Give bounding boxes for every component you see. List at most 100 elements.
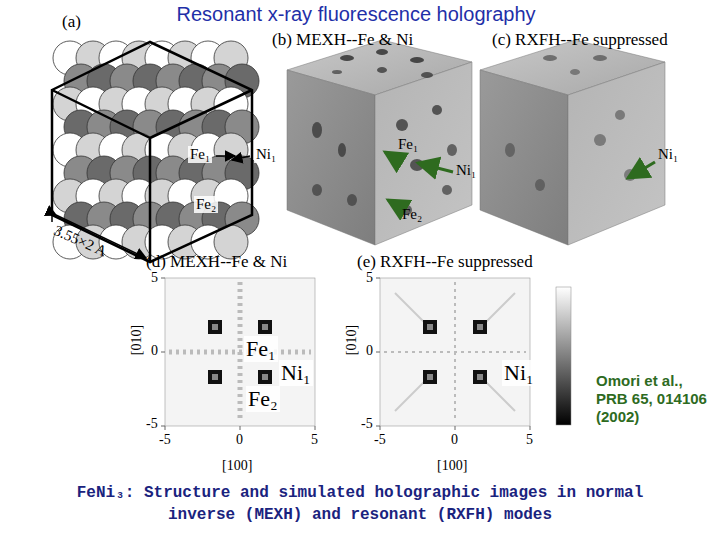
tick xyxy=(530,426,531,430)
tick xyxy=(165,426,166,430)
cube-face xyxy=(287,70,375,245)
tick-label: 0 xyxy=(151,343,158,359)
tick-label: 0 xyxy=(236,432,243,448)
cube-outline xyxy=(52,42,252,262)
hologram-spot xyxy=(312,184,322,196)
hologram-spot xyxy=(340,55,354,61)
atom-label: Ni₁ xyxy=(456,162,476,179)
atom-label: Fe₂ xyxy=(402,206,422,223)
tick xyxy=(161,352,165,353)
colorbar xyxy=(556,287,571,425)
hologram-cube xyxy=(287,40,472,245)
hologram-cube xyxy=(480,40,665,245)
atom-image xyxy=(262,324,268,330)
fringe xyxy=(169,350,311,355)
atom-label: Ni₁ xyxy=(279,360,313,386)
cube-face xyxy=(568,62,665,245)
cube-face xyxy=(480,70,568,245)
hologram-spot xyxy=(376,49,388,55)
hologram-spot xyxy=(421,72,433,78)
axis-label: [100] xyxy=(222,458,252,474)
hologram-spot xyxy=(442,185,452,195)
tick-label: 5 xyxy=(366,270,373,286)
caption: FeNi₃: Structure and simulated holograph… xyxy=(60,483,660,526)
hologram-spot xyxy=(615,110,625,120)
atom-image xyxy=(212,324,218,330)
atom-label: Fe₂ xyxy=(194,196,218,213)
leader-arrows xyxy=(216,156,250,160)
tick-label: -5 xyxy=(361,416,373,432)
hologram-spot xyxy=(377,67,387,73)
tick-label: 0 xyxy=(366,343,373,359)
tick xyxy=(161,278,165,279)
tick xyxy=(376,352,380,353)
tick-label: 5 xyxy=(311,432,318,448)
tick-label: -5 xyxy=(146,416,158,432)
hologram-plot xyxy=(161,278,315,430)
atom-image xyxy=(212,374,218,380)
atom-label: Fe₂ xyxy=(246,386,280,412)
hologram-spot xyxy=(338,143,346,157)
tick xyxy=(455,426,456,430)
atom-image xyxy=(258,320,272,334)
hologram-spot xyxy=(432,105,442,115)
hologram-spot xyxy=(543,55,557,61)
atom-image xyxy=(423,320,437,334)
hologram-spot xyxy=(447,144,457,156)
hologram-spot xyxy=(594,134,606,146)
tick-label: 5 xyxy=(151,270,158,286)
panel-label: (c) RXFH--Fe suppressed xyxy=(492,30,668,50)
atom-image xyxy=(477,374,483,380)
hologram-spot xyxy=(410,57,424,63)
hologram-spot xyxy=(593,55,607,61)
tick xyxy=(380,426,381,430)
hologram-spot xyxy=(396,119,408,131)
axis-label: [010] xyxy=(129,325,145,355)
tick-label: -5 xyxy=(159,432,171,448)
cube-face xyxy=(375,62,472,245)
axis-label: [100] xyxy=(437,458,467,474)
atom-image xyxy=(208,370,222,384)
hologram-spot xyxy=(570,69,580,75)
axis-label: [010] xyxy=(344,325,360,355)
tick xyxy=(315,426,316,430)
tick xyxy=(161,426,165,427)
tick xyxy=(376,426,380,427)
atom-image xyxy=(477,324,483,330)
atom-label: Fe₁ xyxy=(188,146,212,163)
hologram-spot xyxy=(535,179,545,191)
fringe xyxy=(395,293,515,411)
atom-image xyxy=(473,320,487,334)
tick-label: -5 xyxy=(374,432,386,448)
plot-frame xyxy=(380,278,530,426)
atom-image xyxy=(427,324,433,330)
tick xyxy=(376,278,380,279)
hologram-spot xyxy=(505,143,515,157)
atom-label: Ni₁ xyxy=(658,146,678,163)
atom-image xyxy=(423,370,437,384)
hologram-spot xyxy=(312,122,322,138)
atom-label: Ni₁ xyxy=(254,146,278,163)
hologram-spot xyxy=(332,70,342,74)
panel-label: (e) RXFH--Fe suppressed xyxy=(357,252,533,272)
hologram-spot xyxy=(347,194,357,206)
citation: Omori et al., PRB 65, 014106 (2002) xyxy=(596,372,714,426)
panel-label: (b) MEXH--Fe & Ni xyxy=(272,30,413,50)
panel-label: (d) MEXH--Fe & Ni xyxy=(146,252,287,272)
atom-image xyxy=(262,374,268,380)
leader-arrows xyxy=(385,152,655,208)
atom-label: Ni₁ xyxy=(502,360,536,386)
plot-frame xyxy=(165,278,315,426)
atom-image xyxy=(258,370,272,384)
atom-image xyxy=(473,370,487,384)
fringe xyxy=(384,351,526,353)
tick-label: 0 xyxy=(451,432,458,448)
atom-label: Fe₁ xyxy=(244,336,278,362)
panel-label: (a) xyxy=(62,12,81,32)
hologram-plot xyxy=(376,278,530,430)
atom-image xyxy=(208,320,222,334)
atom-label: Fe₁ xyxy=(398,136,418,153)
tick xyxy=(240,426,241,430)
atom-image xyxy=(427,374,433,380)
